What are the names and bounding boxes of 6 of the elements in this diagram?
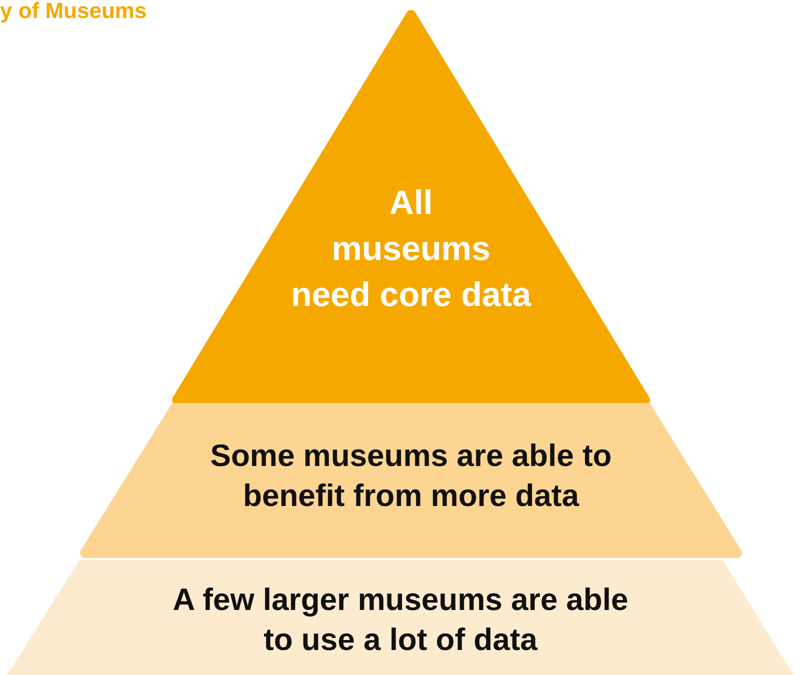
tier-text: A few larger museums are able to use a lot of data: [172, 582, 628, 657]
pyramid-top-tier: [170, 10, 652, 405]
tier-text: Some museums are able to benefit from more data: [210, 438, 612, 513]
title-text: y of Museums: [0, 0, 147, 24]
tier-text: All museums need core data: [291, 184, 531, 314]
pyramid-middle-tier: [80, 403, 742, 560]
